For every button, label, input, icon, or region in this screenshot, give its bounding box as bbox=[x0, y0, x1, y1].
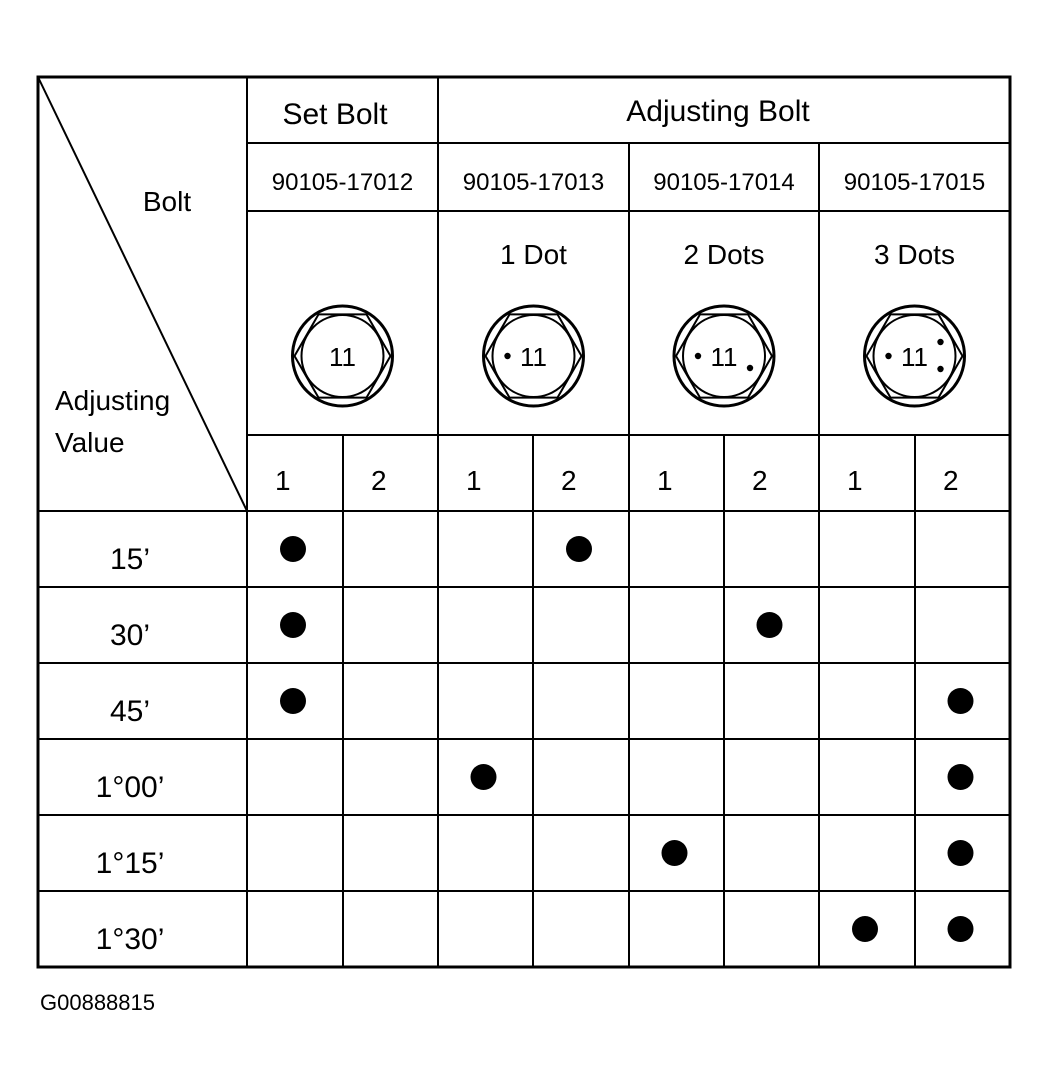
corner-diagonal bbox=[37, 76, 248, 512]
bolt-head-icon: 11 bbox=[291, 304, 394, 408]
selection-mark bbox=[280, 688, 306, 714]
identification-dot bbox=[504, 352, 511, 360]
figure-id: G00888815 bbox=[40, 990, 155, 1015]
bolt-head-mark: 11 bbox=[711, 342, 738, 372]
bolt-head-icon: 11 bbox=[863, 304, 966, 408]
selection-mark bbox=[566, 536, 592, 562]
sub-column-label: 2 bbox=[561, 465, 577, 496]
bolt-dot-label: 3 Dots bbox=[874, 239, 955, 270]
selection-mark bbox=[661, 840, 688, 866]
selection-mark bbox=[280, 612, 306, 638]
adjusting-value-label: 45’ bbox=[110, 695, 150, 728]
identification-dot bbox=[885, 352, 892, 360]
bolt-head-icon: 11 bbox=[672, 304, 776, 408]
sub-column-label: 2 bbox=[752, 465, 768, 496]
sub-column-label: 2 bbox=[371, 465, 387, 496]
bolt-dot-label: 2 Dots bbox=[684, 239, 765, 270]
table-border bbox=[36, 75, 1012, 969]
identification-dot bbox=[937, 365, 944, 373]
set-bolt-header: Set Bolt bbox=[282, 98, 388, 131]
identification-dot bbox=[937, 338, 944, 346]
bolt-part-number: 90105-17013 bbox=[463, 169, 604, 196]
bolt-part-number: 90105-17012 bbox=[272, 169, 413, 196]
selection-mark bbox=[947, 840, 974, 866]
sub-column-label: 1 bbox=[847, 465, 863, 496]
adjusting-value-label: 15’ bbox=[110, 543, 150, 576]
bolt-part-number: 90105-17015 bbox=[844, 169, 985, 196]
adjusting-value-label: 1°00’ bbox=[96, 771, 165, 804]
selection-mark bbox=[470, 764, 497, 790]
selection-mark bbox=[947, 916, 974, 942]
adjusting-value-label: 30’ bbox=[110, 619, 150, 652]
bolt-dot-label: 1 Dot bbox=[500, 239, 567, 270]
corner-adjusting-label: Adjusting bbox=[55, 385, 170, 416]
bolt-head-mark: 11 bbox=[329, 342, 356, 372]
corner-bolt-label: Bolt bbox=[143, 186, 191, 217]
bolt-head-mark: 11 bbox=[520, 342, 547, 372]
bolt-part-number: 90105-17014 bbox=[653, 169, 794, 196]
sub-column-label: 2 bbox=[943, 465, 959, 496]
adjusting-value-label: 1°15’ bbox=[96, 847, 165, 880]
bolt-head-icon: 11 bbox=[482, 304, 585, 408]
identification-dot bbox=[694, 352, 702, 360]
selection-mark bbox=[280, 536, 306, 562]
sub-column-label: 1 bbox=[275, 465, 291, 496]
selection-mark bbox=[852, 916, 878, 942]
identification-dot bbox=[746, 364, 754, 372]
selection-mark bbox=[947, 764, 974, 790]
selection-mark bbox=[756, 612, 783, 638]
adjusting-value-label: 1°30’ bbox=[96, 923, 165, 956]
sub-column-label: 1 bbox=[466, 465, 482, 496]
adjusting-bolt-header: Adjusting Bolt bbox=[626, 95, 810, 128]
corner-value-label: Value bbox=[55, 427, 125, 458]
bolt-head-mark: 11 bbox=[901, 342, 928, 372]
selection-mark bbox=[947, 688, 974, 714]
sub-column-label: 1 bbox=[657, 465, 673, 496]
